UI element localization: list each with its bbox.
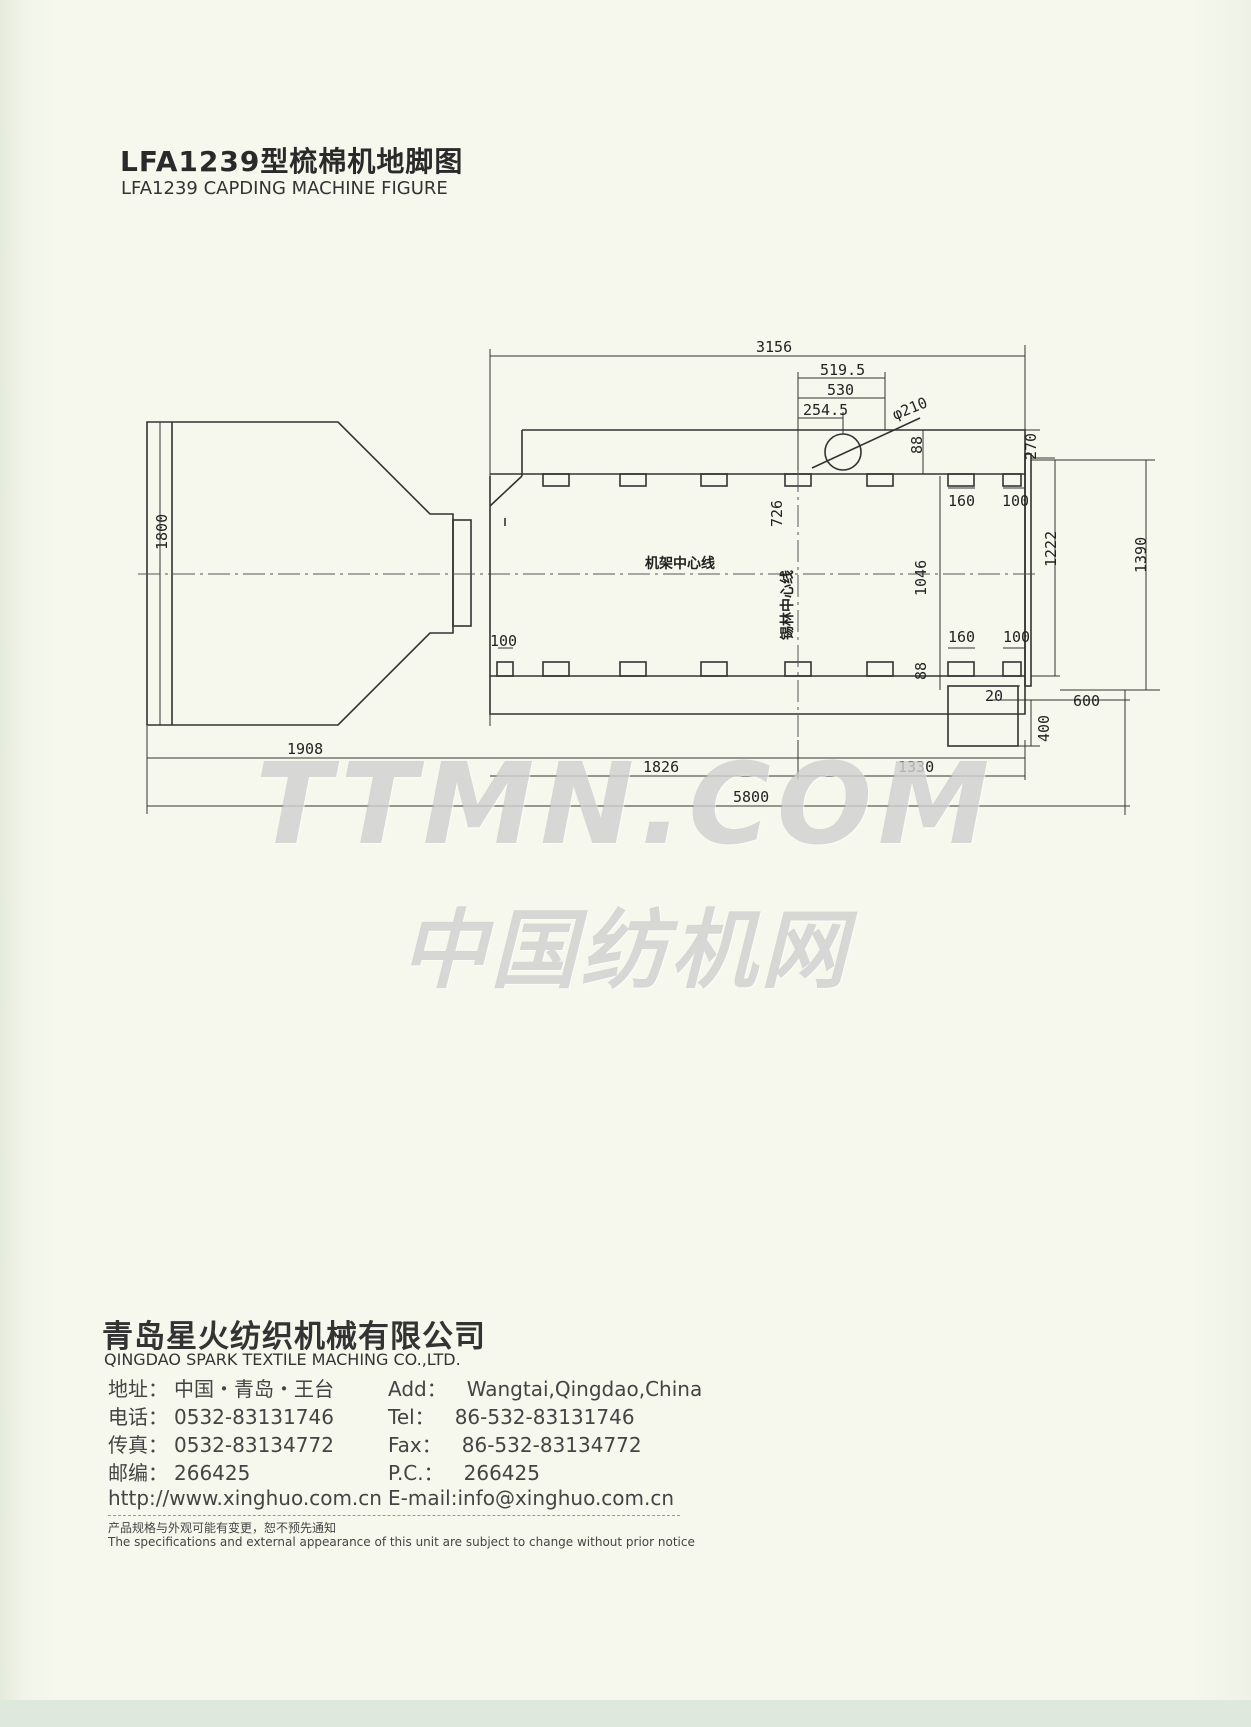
contact-fax-cn: 传真：0532-83134772	[108, 1433, 334, 1457]
dim-270: 270	[1022, 433, 1040, 460]
cylinder-centerline-label: 锡林中心线	[779, 570, 796, 640]
dim-1046: 1046	[912, 560, 930, 596]
dim-530: 530	[827, 381, 854, 399]
website-link[interactable]: http://www.xinghuo.com.cn	[108, 1486, 382, 1510]
page-title: LFA1239型梳棉机地脚图	[120, 145, 464, 178]
dim-5800: 5800	[733, 788, 769, 806]
dim-88-bottom: 88	[912, 662, 930, 680]
feeder-outline	[146, 421, 454, 726]
email-link[interactable]: E-mail:info@xinghuo.com.cn	[388, 1486, 675, 1510]
dim-100-bottom: 100	[1003, 628, 1030, 646]
contact-postcode-cn: 邮编：266425	[108, 1461, 251, 1485]
frame-centerline-label: 机架中心线	[645, 555, 715, 572]
contact-address-en: Add：Wangtai,Qingdao,China	[388, 1377, 703, 1401]
contact-fax-en: Fax：86-532-83134772	[388, 1433, 642, 1457]
dim-519-5: 519.5	[820, 361, 865, 379]
notice-cn: 产品规格与外观可能有变更，恕不预先通知	[108, 1521, 337, 1535]
dim-1908: 1908	[287, 740, 323, 758]
dim-254-5: 254.5	[803, 401, 848, 419]
dim-100-top: 100	[1002, 492, 1029, 510]
dim-3156: 3156	[756, 338, 792, 356]
dim-1800: 1800	[153, 514, 171, 550]
company-name-cn: 青岛星火纺织机械有限公司	[102, 1319, 486, 1355]
dim-1826: 1826	[643, 758, 679, 776]
page-subtitle: LFA1239 CAPDING MACHINE FIGURE	[121, 178, 448, 199]
dim-100-left: 100	[490, 632, 517, 650]
contact-address-cn: 地址：中国・青岛・王台	[108, 1377, 334, 1401]
cylinder-circle	[824, 433, 862, 471]
dim-160-top: 160	[948, 492, 975, 510]
dim-1222: 1222	[1042, 531, 1060, 567]
machine-frame	[489, 476, 1026, 715]
dim-160-bottom: 160	[948, 628, 975, 646]
dim-400: 400	[1035, 715, 1053, 742]
dim-1390: 1390	[1132, 537, 1150, 573]
contact-tel-cn: 电话：0532-83131746	[108, 1405, 334, 1429]
notice-en: The specifications and external appearan…	[108, 1535, 695, 1549]
contact-tel-en: Tel：86-532-83131746	[388, 1405, 635, 1429]
bottom-strip	[0, 1700, 1251, 1727]
dim-88-top: 88	[908, 436, 926, 454]
contact-postcode-en: P.C.：266425	[388, 1461, 540, 1485]
company-name-en: QINGDAO SPARK TEXTILE MACHING CO.,LTD.	[104, 1350, 461, 1369]
dim-20: 20	[985, 687, 1003, 705]
divider	[108, 1515, 680, 1516]
dim-600: 600	[1073, 692, 1100, 710]
dim-phi-210: φ210	[890, 393, 930, 423]
dim-1330: 1330	[898, 758, 934, 776]
dim-726: 726	[768, 500, 786, 527]
